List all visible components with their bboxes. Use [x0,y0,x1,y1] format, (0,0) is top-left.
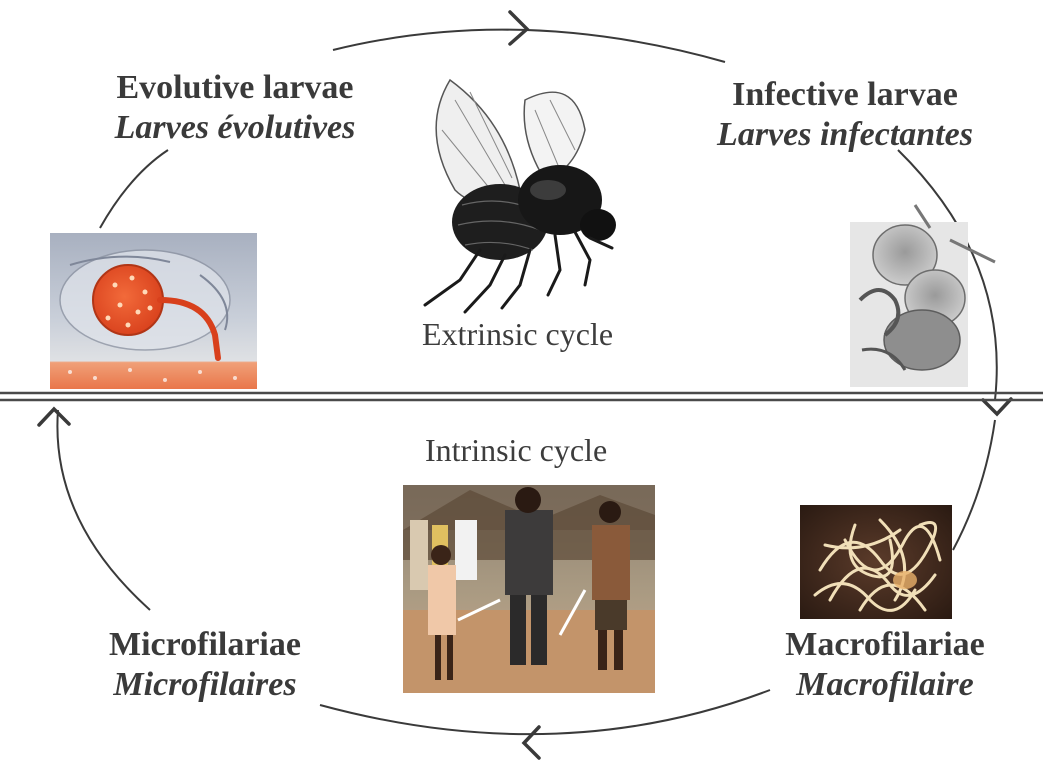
evolutive-larvae-fr: Larves évolutives [95,108,375,148]
arc-right-lower [953,420,995,550]
evolutive-larvae-en: Evolutive larvae [95,68,375,108]
microfilariae-en: Microfilariae [95,625,315,665]
river-blindness-photo [403,485,655,693]
blackfly-illustration [425,80,616,312]
arc-left-upper [100,150,168,228]
macrofilariae-en: Macrofilariae [765,625,1005,665]
label-infective-larvae: Infective larvae Larves infectantes [700,75,990,155]
arrowhead-right-top [510,12,527,44]
macrofilariae-worms-photo [800,505,952,619]
extrinsic-cycle-label: Extrinsic cycle [422,316,613,353]
infective-larvae-fr: Larves infectantes [700,115,990,155]
infective-larvae-en: Infective larvae [700,75,990,115]
arc-top [333,30,725,62]
intrinsic-cycle-label: Intrinsic cycle [425,432,607,469]
arrowhead-up-left [39,409,69,425]
infective-larva-micrograph [850,205,995,387]
label-microfilariae: Microfilariae Microfilaires [95,625,315,705]
arrowhead-left-bottom [524,727,539,758]
label-evolutive-larvae: Evolutive larvae Larves évolutives [95,68,375,148]
fly-wing-left [436,80,520,203]
macrofilariae-fr: Macrofilaire [765,665,1005,705]
cycle-divider [0,393,1043,400]
microfilariae-fr: Microfilaires [95,665,315,705]
larva-in-fly-illustration [50,233,257,389]
arc-left-lower [57,410,150,610]
label-macrofilariae: Macrofilariae Macrofilaire [765,625,1005,705]
arc-bottom [320,690,770,734]
fly-head [580,209,616,241]
